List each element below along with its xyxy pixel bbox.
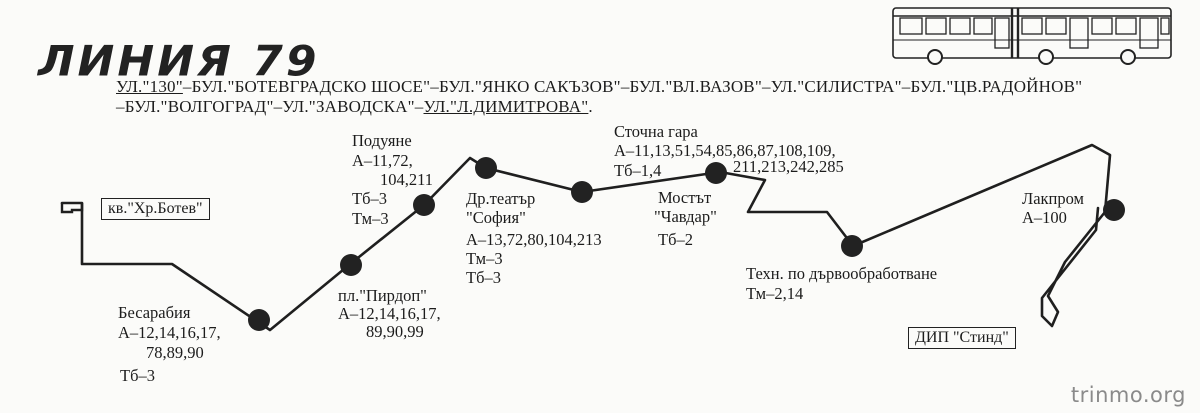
stop-lakprom-lines1: А–100 xyxy=(1022,208,1067,227)
stop-besarabia-lines3: Тб–3 xyxy=(120,366,155,385)
stop-besarabia-name: Бесарабия xyxy=(118,303,191,322)
articulated-bus-icon xyxy=(892,7,1172,65)
stop-poduyane-name: Подуяне xyxy=(352,131,412,150)
stop-lakprom-name: Лакпром xyxy=(1022,189,1084,208)
route-streets-line2: –БУЛ."ВОЛГОГРАД"–УЛ."ЗАВОДСКА"– xyxy=(116,97,424,116)
stop-marker-technical xyxy=(841,235,863,257)
stop-poduyane-lines2: 104,211 xyxy=(380,170,434,189)
stop-theatre-name: Др.театър xyxy=(466,189,536,208)
stop-sewage-lines2: 211,213,242,285 xyxy=(733,157,844,176)
route-description: УЛ."130"–БУЛ."БОТЕВГРАДСКО ШОСЕ"–БУЛ."ЯН… xyxy=(116,77,1196,117)
stop-besarabia-lines2: 78,89,90 xyxy=(146,343,204,362)
stop-theatre-lines2: Тм–3 xyxy=(466,249,503,268)
stop-marker-near-theatre xyxy=(475,157,497,179)
stop-poduyane-lines4: Тм–3 xyxy=(352,209,389,228)
stop-theatre-name2: "София" xyxy=(466,208,526,227)
stop-theatre-lines3: Тб–3 xyxy=(466,268,501,287)
terminal-start: кв."Хр.Ботев" xyxy=(101,198,210,220)
stop-pirdop-lines2: 89,90,99 xyxy=(366,322,424,341)
route-streets-line1: –БУЛ."БОТЕВГРАДСКО ШОСЕ"–БУЛ."ЯНКО САКЪЗ… xyxy=(182,77,1083,96)
stop-bridge-name2: "Чавдар" xyxy=(654,207,717,226)
stop-bridge-lines1: Тб–2 xyxy=(658,230,693,249)
stop-bridge-name: Мостът xyxy=(658,188,712,207)
stop-pirdop-lines1: А–12,14,16,17, xyxy=(338,304,441,323)
route-period: . xyxy=(588,97,593,116)
stop-sewage-name: Сточна гара xyxy=(614,122,698,141)
stop-marker-pirdop xyxy=(340,254,362,276)
stop-marker-lakprom xyxy=(1103,199,1125,221)
stop-marker-sewage xyxy=(705,162,727,184)
route-line xyxy=(60,143,1112,332)
stop-technical-name: Техн. по дървообработване xyxy=(746,264,938,283)
stop-sewage-lines3: Тб–1,4 xyxy=(614,161,662,180)
stop-marker-poduyane xyxy=(413,194,435,216)
terminal-end: ДИП "Стинд" xyxy=(908,327,1016,349)
stop-theatre-lines1: А–13,72,80,104,213 xyxy=(466,230,602,249)
route-street-end: УЛ."Л.ДИМИТРОВА" xyxy=(423,97,589,116)
stop-pirdop-name: пл."Пирдоп" xyxy=(338,286,427,305)
stop-sewage-lines1: А–11,13,51,54,85,86,87,108,109, xyxy=(614,141,836,160)
stop-marker-theatre xyxy=(571,181,593,203)
stop-poduyane-lines3: Тб–3 xyxy=(352,189,387,208)
stop-poduyane-lines1: А–11,72, xyxy=(352,151,413,170)
start-loop xyxy=(60,203,84,214)
page-title: ЛИНИЯ 79 xyxy=(38,37,320,86)
route-street-start: УЛ."130" xyxy=(116,77,183,96)
stop-technical-lines1: Тм–2,14 xyxy=(746,284,804,303)
stop-besarabia-lines1: А–12,14,16,17, xyxy=(118,323,221,342)
stop-marker-besarabia xyxy=(248,309,270,331)
watermark: trinmo.org xyxy=(1070,383,1186,407)
